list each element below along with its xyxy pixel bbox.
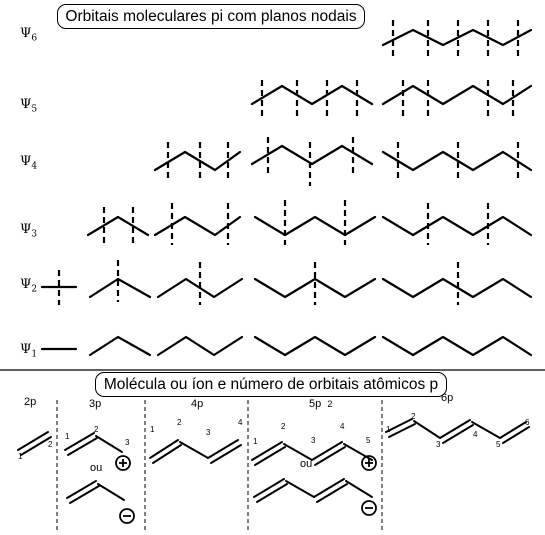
psi2-5p-chain [253,277,377,299]
plus-circle-icon-5p [361,455,377,471]
mol-5p-d1a [251,441,283,461]
mol-4p-s [179,441,209,459]
mol-3p-double-b [64,432,95,451]
mol-5p-s2 [343,443,373,461]
mol-3p-single [95,435,123,453]
mol-5p-anion-d2b [316,483,348,503]
num-5p-2: 2 [281,422,286,431]
mol-6p-d3a [499,421,527,439]
mol-6p-d2a [439,419,471,439]
mol-3p-anion-double-b [66,480,97,499]
psi-6-label: Ψ6 [20,26,38,44]
mol-5p-d2b [314,446,346,466]
num-6p-5: 5 [496,440,501,449]
mol-5p-anion-s1 [285,480,315,498]
mol-6p-d3b [502,426,530,444]
plus-circle-icon [115,455,131,471]
col-6p-label: 6p [441,392,454,404]
mol-5p-anion-d1b [256,483,288,503]
num-6p-4: 4 [473,430,478,439]
psi5-6p-chain [381,84,533,106]
psi1-6p-chain [381,335,533,357]
mol-2p-bond-a [17,431,49,451]
col-4p-label: 4p [191,398,204,410]
num-5p-3: 3 [311,436,316,445]
psi3-5p-chain [253,215,377,237]
num-3p-2: 2 [94,425,99,434]
ou-label-3p: ou [90,462,103,474]
mol-5p-anion-d1a [253,478,285,498]
bottom-title: Molécula ou íon e número de orbitais atô… [95,372,447,397]
num-5p-1: 1 [253,437,258,446]
psi1-5p-chain [253,335,377,357]
psi4-6p-chain [381,150,533,172]
mol-2p-bond-b [20,436,52,456]
num-6p-6: 6 [525,418,530,427]
mol-4p-d1b [152,444,182,464]
mol-5p-d2a [311,441,343,461]
num-4p-2: 2 [177,418,182,427]
num-2p-2: 2 [48,440,53,449]
num-6p-2: 2 [411,412,416,421]
psi-3-label: Ψ3 [20,222,38,240]
mol-6p-d1a [385,418,413,433]
mol-6p-d1b [388,423,416,438]
psi5-5p-chain [250,84,374,106]
mol-6p-s2 [471,421,501,439]
mol-5p-d1b [254,446,286,466]
num-4p-1: 1 [150,425,155,434]
mol-3p-anion-single [97,483,125,501]
psi-2-label: Ψ2 [20,277,38,295]
psi3-3p-chain [86,215,150,237]
num-3p-3: 3 [125,438,130,447]
mol-5p-anion-d2a [313,478,345,498]
ou-label-5p: ou [300,458,313,470]
mol-6p-s1 [413,420,441,439]
num-3p-1: 1 [65,432,70,441]
mol-4p-d1a [149,439,179,459]
mol-5p-s1 [283,443,313,461]
col-5p-label: 5p 2 [309,398,333,410]
minus-circle-icon-5p [361,500,377,516]
mol-4p-d2a [207,439,239,459]
num-6p-3: 3 [436,440,441,449]
psi2-3p-chain [88,277,152,299]
mol-6p-d2b [442,424,474,444]
psi4-4p-chain [153,150,242,172]
num-5p-5: 5 [366,436,371,445]
psi6-6p-chain [381,28,533,47]
minus-circle-icon [119,508,135,524]
mol-5p-anion-s2 [345,480,373,498]
mol-4p-d2b [210,444,242,464]
num-6p-1: 1 [386,425,391,434]
psi1-4p-chain [156,335,244,357]
col-2p-label: 2p [24,396,37,408]
col-3p-label: 3p [89,398,102,410]
mol-3p-double-a [67,437,98,456]
psi3-6p-chain [381,215,533,237]
psi-1-label: Ψ1 [20,342,38,360]
psi-4-label: Ψ4 [20,154,38,172]
psi-5-label: Ψ5 [20,97,38,115]
num-4p-3: 3 [206,428,211,437]
num-2p-1: 1 [18,452,23,461]
num-4p-4: 4 [238,418,243,427]
mol-3p-anion-double-a [69,485,100,504]
num-5p-4: 4 [340,422,345,431]
top-title: Orbitais moleculares pi com planos nodai… [57,4,365,29]
psi1-3p-chain [88,335,152,357]
